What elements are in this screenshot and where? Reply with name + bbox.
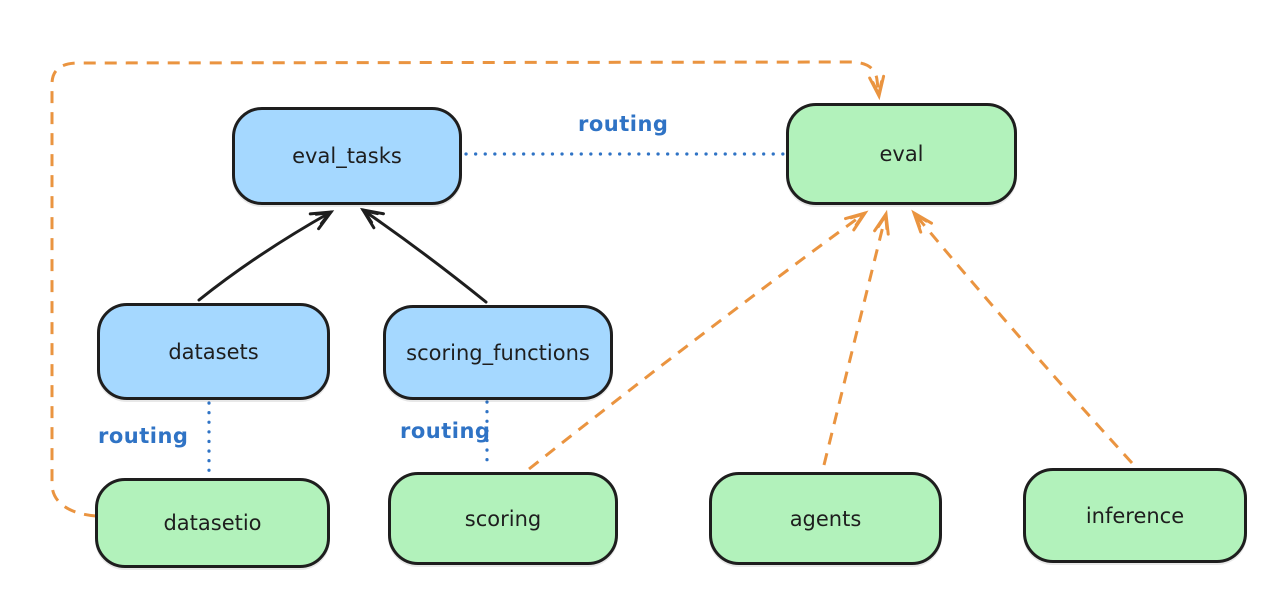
node-eval: eval [786,103,1017,205]
edge-inference-to-eval [911,209,1134,465]
edge-datasets-to-eval-tasks [197,210,335,302]
routing-label-scoring-functions-scoring: routing [400,419,491,443]
routing-label-datasets-datasetio: routing [98,424,189,448]
edge-scoring-to-eval [528,210,869,471]
edge-scoring-functions-to-eval-tasks [359,207,488,304]
routing-label-eval-tasks-eval: routing [578,112,669,136]
node-agents: agents [709,472,942,565]
edge-datasetio-to-eval [50,60,886,518]
node-eval-tasks-label: eval_tasks [292,144,402,168]
node-eval-tasks: eval_tasks [232,107,462,205]
node-scoring-functions: scoring_functions [383,305,613,400]
node-scoring: scoring [388,472,618,565]
node-datasetio-label: datasetio [163,511,262,535]
node-inference: inference [1023,468,1247,563]
node-eval-label: eval [879,142,924,166]
node-datasetio: datasetio [95,478,330,568]
node-scoring-label: scoring [464,506,542,531]
node-datasets-label: datasets [168,339,259,364]
node-scoring-functions-label: scoring_functions [406,340,590,365]
edge-agents-to-eval [822,209,890,466]
node-datasets: datasets [97,303,330,400]
node-agents-label: agents [789,506,862,531]
node-inference-label: inference [1085,503,1185,528]
